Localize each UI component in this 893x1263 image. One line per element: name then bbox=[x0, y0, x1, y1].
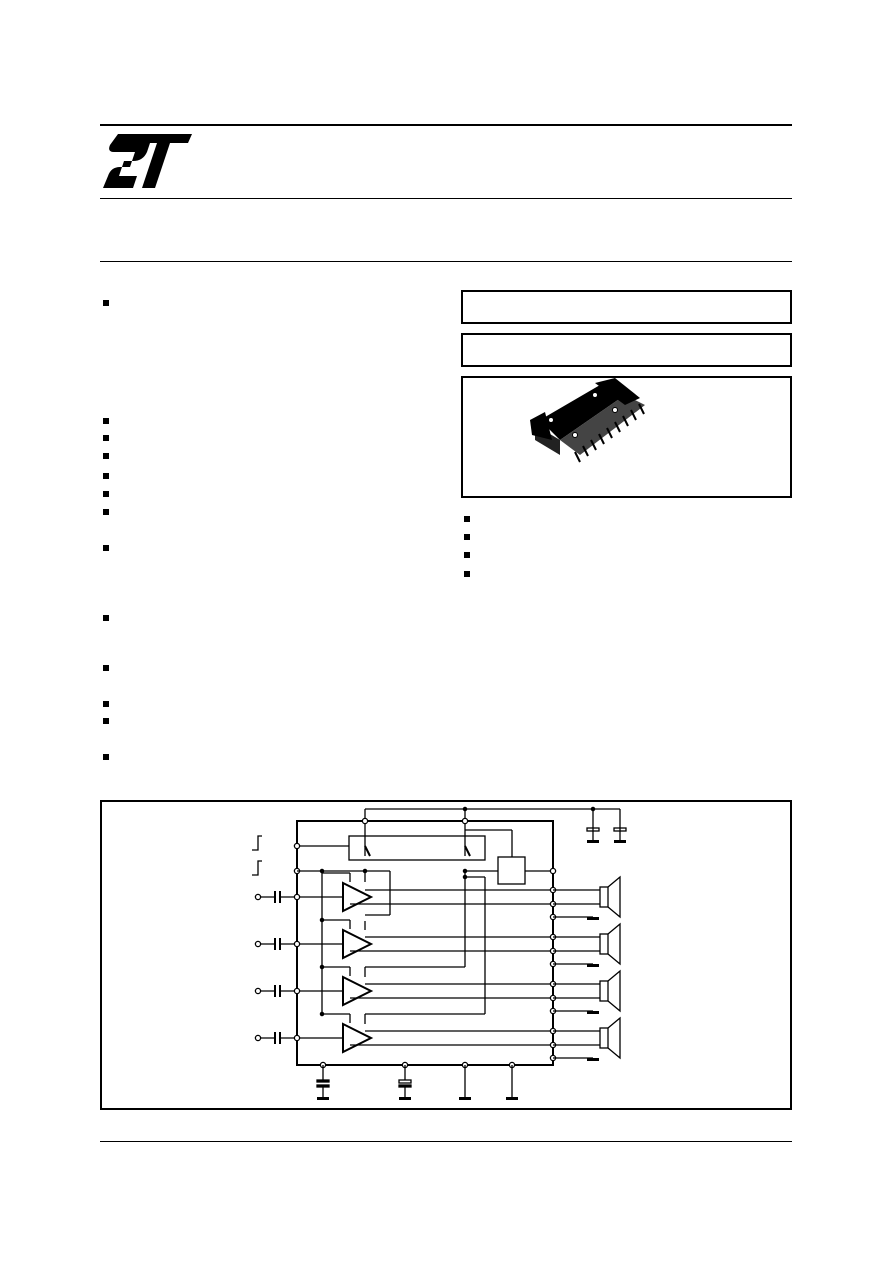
header-bottom-rule bbox=[100, 198, 792, 199]
bullet-icon bbox=[103, 473, 109, 479]
bullet-icon bbox=[103, 701, 109, 707]
bullet-icon bbox=[103, 300, 109, 306]
bullet-icon bbox=[103, 615, 109, 621]
bullet-icon bbox=[103, 491, 109, 497]
footer-rule bbox=[100, 1141, 792, 1142]
bullet-icon bbox=[103, 665, 109, 671]
bullet-icon bbox=[464, 534, 470, 540]
bullet-icon bbox=[103, 418, 109, 424]
bullet-icon bbox=[103, 453, 109, 459]
bullet-icon bbox=[464, 552, 470, 558]
bullet-icon bbox=[103, 435, 109, 441]
part-number-box bbox=[461, 290, 792, 324]
block-diagram-frame bbox=[100, 800, 792, 1110]
technology-box bbox=[461, 333, 792, 367]
bullet-icon bbox=[103, 545, 109, 551]
st-logo-icon bbox=[103, 134, 192, 188]
bullet-icon bbox=[103, 754, 109, 760]
header-top-rule bbox=[100, 124, 792, 126]
title-bottom-rule bbox=[100, 261, 792, 262]
package-box bbox=[461, 376, 792, 498]
bullet-icon bbox=[103, 718, 109, 724]
bullet-icon bbox=[464, 571, 470, 577]
bullet-icon bbox=[464, 516, 470, 522]
bullet-icon bbox=[103, 509, 109, 515]
